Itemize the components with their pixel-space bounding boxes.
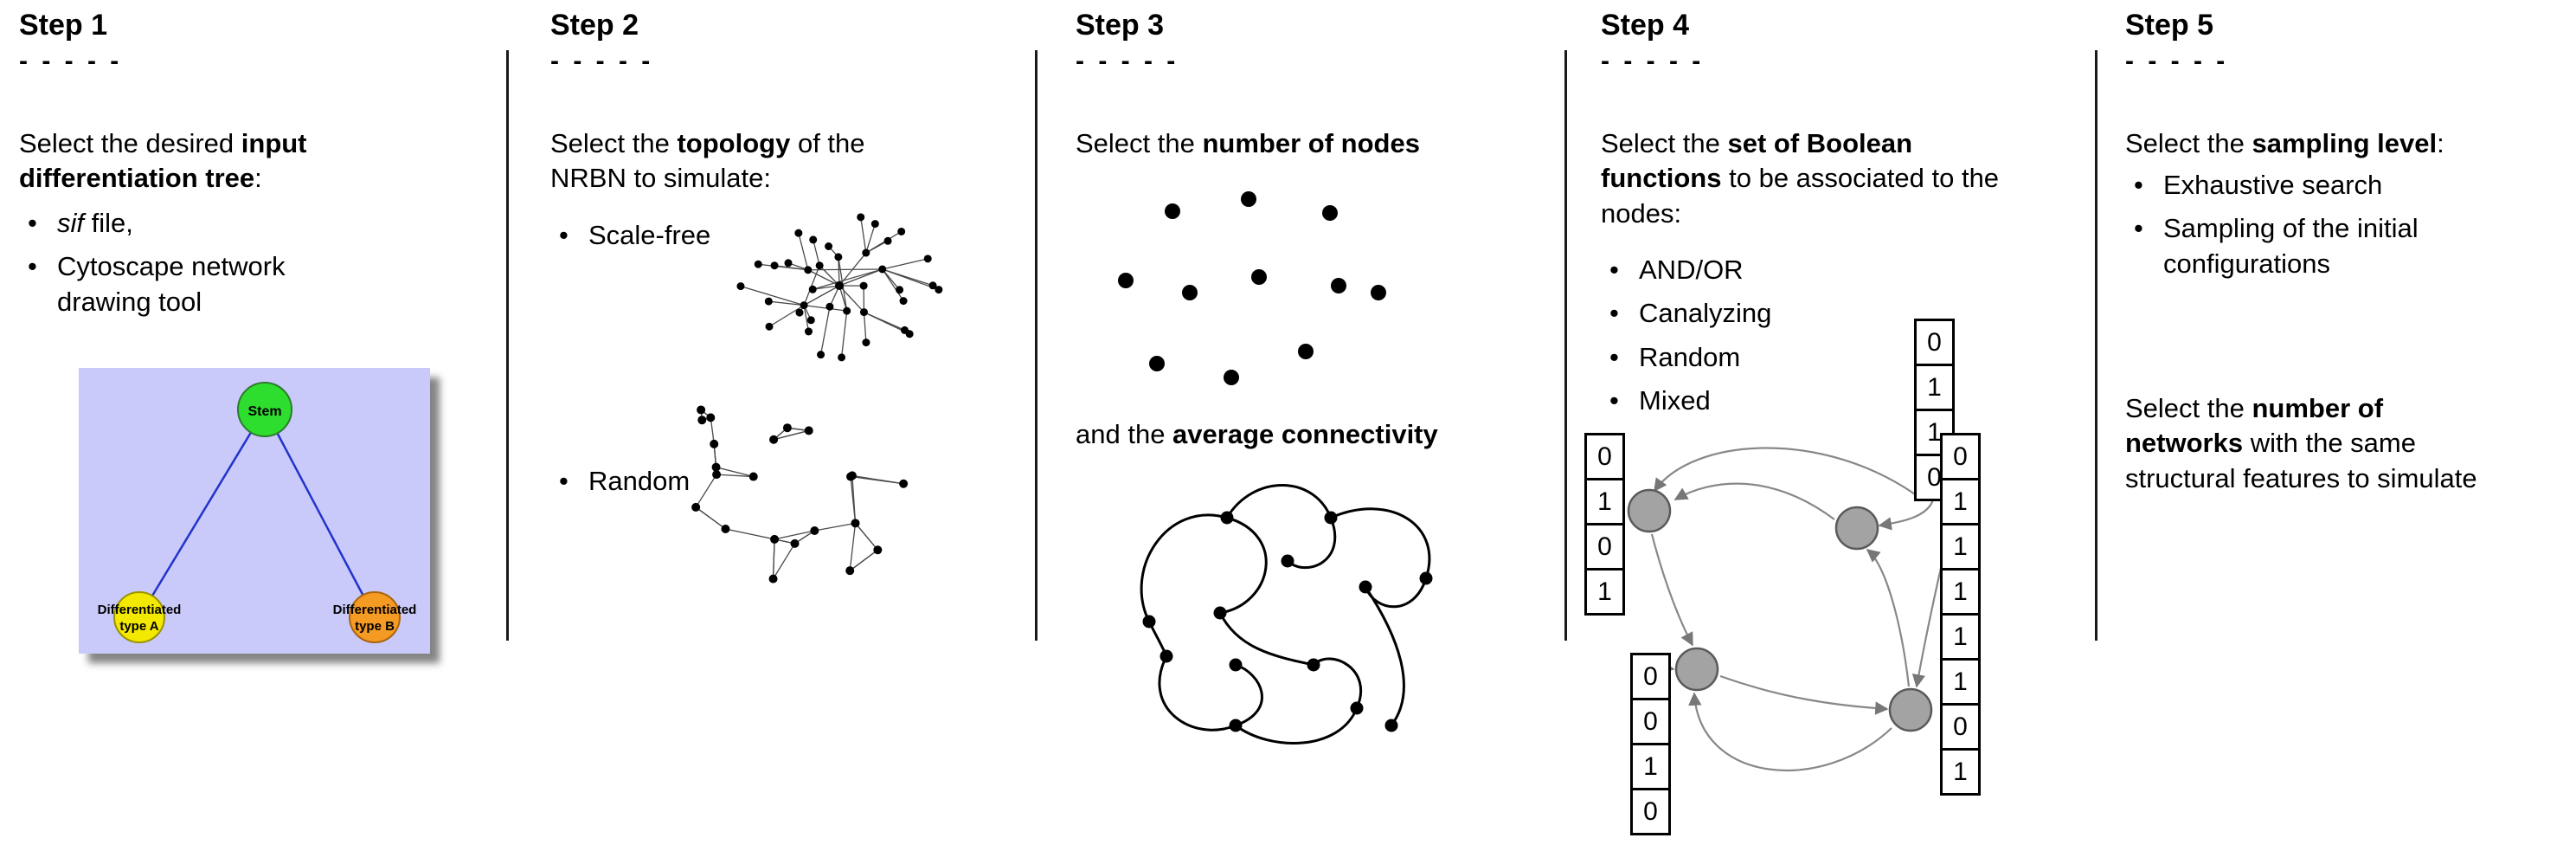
network-arrow-edge [1673,482,1835,520]
truth-table-cell: 0 [1940,703,1981,751]
truth-table-cell: 1 [1940,478,1981,525]
truth-table-cell: 1 [1584,478,1625,525]
type-a-node [113,591,165,643]
truth-table-cell: 0 [1584,523,1625,571]
step-1-dashes: - - - - - [19,47,123,75]
boolean-node [1888,687,1933,732]
step-3-intro: Select the number of nodes [1076,128,1420,158]
step-1-intro: Select the desired input differentiation… [19,128,307,194]
step-4-bullet-list: AND/OR Canalyzing Random Mixed [1601,253,1947,427]
bullet-item: Sampling of the initial configurations [2125,211,2471,281]
tree-edge [138,409,267,618]
step-2-dashes: - - - - - [550,47,654,75]
bullet-item: Random [550,464,810,500]
truth-table-cell: 0 [1940,433,1981,480]
network-arrow-edge [1688,692,1892,771]
type-a-label: type A [119,619,158,634]
random-network-graphic [691,405,909,583]
bullet-item: Random [1601,340,1947,376]
truth-table-cell: 1 [1940,658,1981,706]
step-3-second-text: and the average connectivity [1076,419,1438,449]
network-arrow-edge [1654,447,1918,497]
truth-table-cell: 0 [1584,433,1625,480]
type-b-label: type B [355,619,395,634]
boolean-node [1627,488,1672,533]
network-arrow-edge [1650,533,1693,647]
type-b-node [349,591,401,643]
step-5-dashes: - - - - - [2125,47,2229,75]
column-divider [506,50,509,641]
truth-table-cell: 0 [1630,653,1671,700]
truth-table-cell: 1 [1630,743,1671,790]
tree-graphic: Stem Differentiated type A Differentiate… [79,368,430,654]
column-divider [2095,50,2097,641]
boolean-node [1834,506,1879,551]
bullet-item: Cytoscape network drawing tool [19,249,331,319]
truth-table-cell: 1 [1940,523,1981,571]
stem-label: Stem [247,404,281,419]
bullet-item: Exhaustive search [2125,168,2571,203]
type-b-label: Differentiated [333,603,417,617]
network-arrow-edge [1866,549,1911,687]
truth-table-cell: 0 [1914,319,1955,366]
step-2-intro: Select the topology of the NRBN to simul… [550,128,865,194]
nodes-dots-graphic [1118,191,1386,385]
step-4-intro: Select the set of Boolean functions to b… [1601,128,2000,229]
step-4-title: Step 4 [1601,9,1690,42]
truth-table-cell: 1 [1940,748,1981,796]
truth-table-cell: 1 [1914,364,1955,411]
boolean-node [1674,647,1719,692]
truth-table-cell: 0 [1630,788,1671,835]
bullet-item: Mixed [1601,384,1947,419]
stem-node [237,382,292,437]
bullet-item: sif file, [19,206,434,242]
network-arrow-edge [1911,556,1945,688]
bullet-item: AND/OR [1601,253,1947,288]
step-3-title: Step 3 [1076,9,1165,42]
step-4-dashes: - - - - - [1601,47,1705,75]
step-5-title: Step 5 [2125,9,2214,42]
column-divider [1564,50,1567,641]
step-2-title: Step 2 [550,9,639,42]
differentiation-tree-svg: Stem Differentiated type A Differentiate… [98,382,417,643]
truth-table-cell: 1 [1940,568,1981,616]
step-3-dashes: - - - - - [1076,47,1179,75]
truth-table-cell: 0 [1630,698,1671,745]
network-arrow-edge [1878,499,1935,531]
step-5-bullet-list: Exhaustive search Sampling of the initia… [2125,168,2571,290]
step-5-second-text: Select the number of networks with the s… [2125,393,2477,493]
type-a-label: Differentiated [98,603,182,617]
column-divider [1035,50,1037,641]
truth-table-cell: 1 [1584,568,1625,616]
bullet-item: Scale-free [550,218,810,254]
tree-edge [263,409,376,618]
step-5-intro: Select the sampling level: [2125,128,2444,158]
network-arrow-edge [1719,674,1889,715]
connectivity-tangle-graphic [1140,484,1433,745]
truth-table-cell: 1 [1940,613,1981,661]
bullet-item: Canalyzing [1601,296,1947,332]
scale-free-network-graphic [736,213,943,362]
step-1-title: Step 1 [19,9,108,42]
step-1-bullet-list: sif file, Cytoscape network drawing tool [19,206,434,328]
